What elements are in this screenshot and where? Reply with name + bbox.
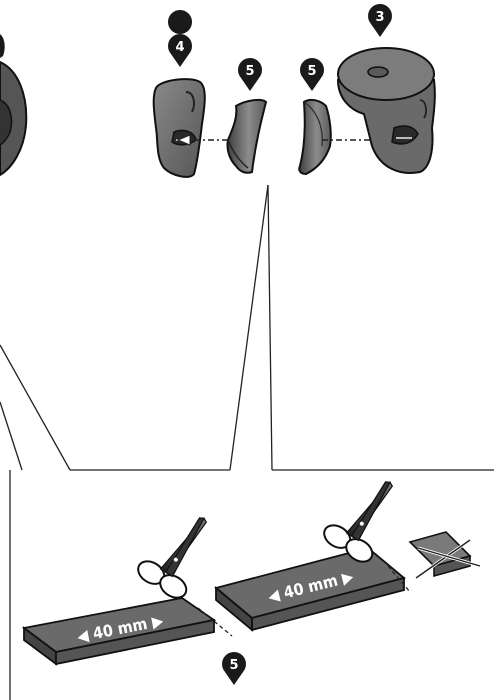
cut-line-left	[197, 607, 233, 637]
callout-marker-5a: 5	[238, 58, 262, 91]
cut-line-right	[387, 565, 411, 593]
adhesive-strip-right: ◀ 40 mm ▶	[214, 547, 406, 632]
callout-marker-5c: 5	[222, 652, 246, 685]
assembly-arrow-left	[176, 134, 234, 146]
adhesive-pad-right	[298, 98, 332, 176]
callout-marker-5b: 5	[300, 58, 324, 91]
adhesive-strip-left: ◀ 40 mm ▶	[21, 597, 217, 666]
scissors-right-icon	[323, 481, 394, 563]
callout-label-5a: 5	[245, 64, 254, 79]
callout-label-4: 4	[175, 40, 184, 55]
partial-ring-left	[0, 34, 28, 177]
discarded-offcut	[408, 531, 481, 580]
scissors-left-icon	[137, 517, 208, 599]
callout-label-5b: 5	[307, 64, 316, 79]
callout-label-3: 3	[375, 10, 384, 25]
callout-label-5c: 5	[229, 658, 238, 673]
clip-piece-left	[152, 78, 206, 178]
callout-marker-4: 4	[168, 10, 193, 67]
ring-cap-piece	[336, 47, 436, 174]
adhesive-pad-left	[226, 98, 268, 174]
zoom-lines	[0, 184, 494, 700]
callout-marker-3: 3	[368, 4, 392, 37]
